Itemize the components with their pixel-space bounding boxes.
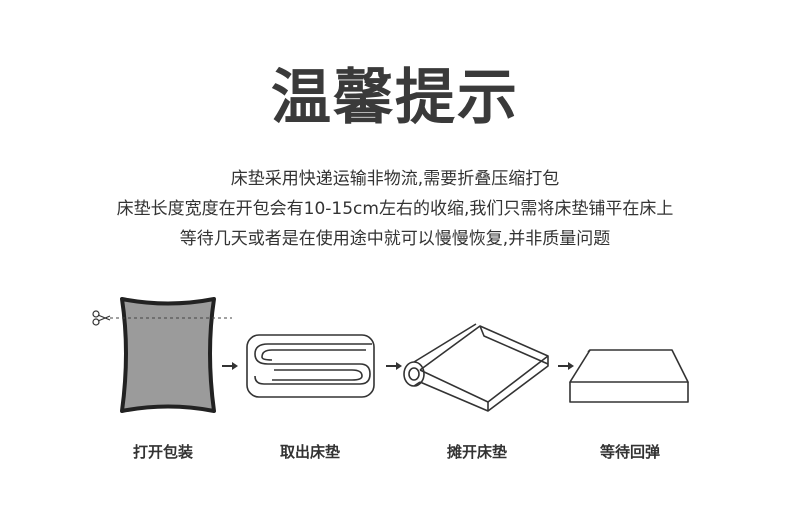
scissors-cut-package-icon [92,297,232,413]
steps-illustration [0,290,790,430]
arrow-right-icon [558,362,574,370]
steps-svg [92,297,689,413]
step-label-open-package: 打开包装 [132,443,194,461]
arrow-right-icon [222,362,238,370]
step-label-wait-rebound: 等待回弹 [599,443,661,461]
scissors-icon [92,310,111,326]
page-title: 温馨提示 [271,63,519,133]
notice-line: 等待几天或者是在使用途中就可以慢慢恢复,并非质量问题 [179,229,611,249]
unrolling-mattress-icon [403,323,549,412]
step-label-unfold-mattress: 摊开床垫 [446,443,508,461]
arrow-right-icon [386,362,402,370]
notice-line: 床垫采用快递运输非物流,需要折叠压缩打包 [230,169,560,189]
notice-text: 床垫采用快递运输非物流,需要折叠压缩打包 床垫长度宽度在开包会有10-15cm左… [0,164,790,254]
folded-mattress-icon [246,334,375,398]
step-label-take-out-mattress: 取出床垫 [279,443,341,461]
notice-line: 床垫长度宽度在开包会有10-15cm左右的收缩,我们只需将床垫铺平在床上 [116,199,674,219]
flat-mattress-icon [569,349,689,403]
